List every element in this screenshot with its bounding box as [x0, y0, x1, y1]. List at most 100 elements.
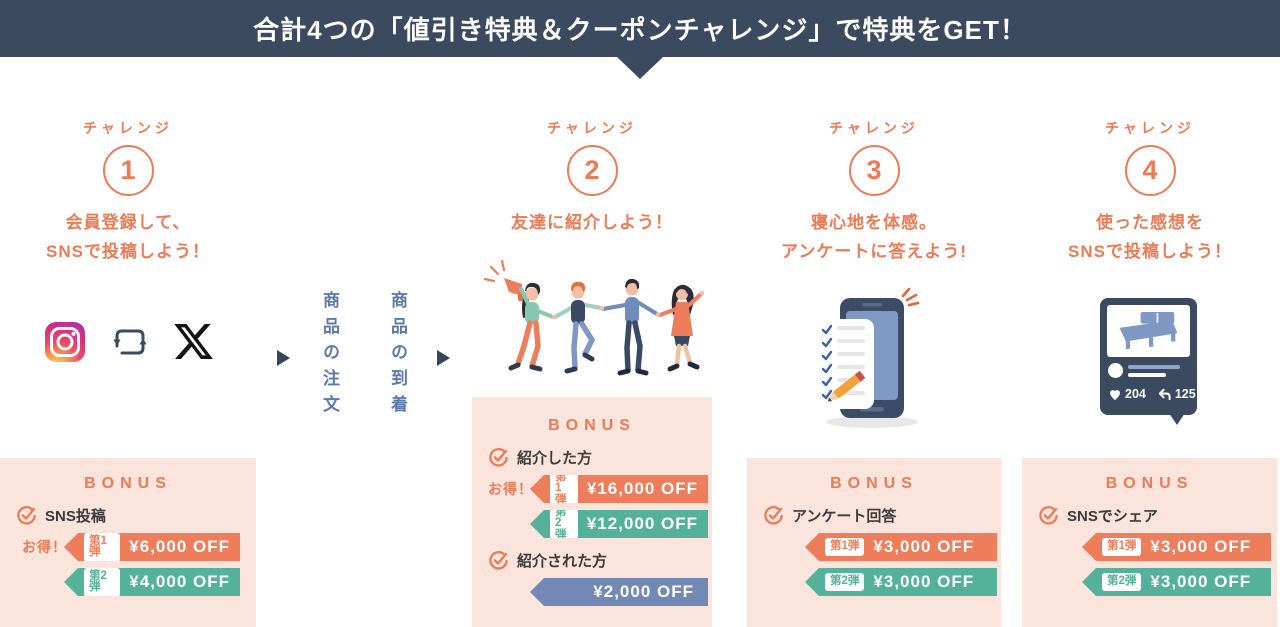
- like-count: 204: [1108, 387, 1146, 401]
- bonus-heading: BONUS: [1105, 475, 1194, 492]
- bonus-item: SNSでシェア: [1038, 505, 1277, 526]
- challenge-number: 1: [120, 155, 136, 185]
- challenge-title: 寝心地を体感。 アンケートに答えよう!: [781, 213, 967, 261]
- bonus-heading: BONUS: [830, 475, 918, 492]
- challenge-label: チャレンジ: [829, 120, 919, 136]
- flow-arrow-icon: [437, 350, 450, 366]
- challenge-title: 友達に紹介しよう！: [511, 213, 673, 232]
- coupon-amount: ¥6,000 OFF: [129, 537, 230, 556]
- bonus-item-label: アンケート回答: [792, 508, 897, 525]
- bonus-box-4: BONUS SNSでシェア 第1弾 ¥3,000 OFF 第2弾 ¥3,000 …: [1022, 458, 1277, 627]
- challenge-number: 3: [866, 155, 882, 185]
- sns-icons-row: [44, 320, 215, 368]
- coupon-row: 第2弾 ¥3,000 OFF: [1022, 568, 1277, 596]
- round-badge: 第2弾: [1102, 573, 1142, 591]
- bonus-item: 紹介された方: [488, 550, 712, 571]
- coupon-ribbon: 第2弾 ¥12,000 OFF: [530, 510, 708, 538]
- otoku-label: お得！: [22, 539, 67, 555]
- post-stats: 204 125: [1108, 387, 1196, 401]
- bed-icon: [1119, 312, 1177, 349]
- coupon-amount: ¥16,000 OFF: [586, 479, 698, 498]
- x-twitter-icon: [172, 320, 215, 368]
- challenge-4-header: チャレンジ 4 使った感想を SNSで投稿しよう！: [1030, 118, 1270, 267]
- challenge-label: チャレンジ: [547, 120, 637, 136]
- otoku-label: お得！: [488, 481, 533, 497]
- coupon-ribbon: 第1弾 ¥6,000 OFF: [64, 533, 240, 561]
- banner-title: 合計4つの「値引き特典＆クーポンチャレンジ」で特典をGET！: [253, 15, 1027, 45]
- coupon-row: お得！ 第1弾 ¥6,000 OFF: [0, 533, 256, 561]
- challenge-number: 4: [1142, 155, 1158, 185]
- coupon-ribbon: ¥2,000 OFF: [530, 578, 708, 606]
- check-circle-icon: [1038, 505, 1059, 526]
- banner-pointer-triangle: [617, 57, 663, 79]
- flow-step-arrival: 商品の到着: [388, 291, 407, 421]
- banner: 合計4つの「値引き特典＆クーポンチャレンジ」で特典をGET！: [0, 0, 1280, 57]
- coupon-amount: ¥2,000 OFF: [593, 582, 694, 601]
- coupon-row: お得！ 第1弾 ¥16,000 OFF: [472, 475, 712, 503]
- coupon-ribbon: 第1弾 ¥16,000 OFF: [530, 475, 708, 503]
- challenge-1-header: チャレンジ 1 会員登録して、 SNSで投稿しよう！: [8, 118, 248, 267]
- round-badge: 第2弾: [550, 510, 578, 538]
- round-badge: 第2弾: [825, 573, 865, 591]
- bonus-box-2: BONUS 紹介した方 お得！ 第1弾 ¥16,000 OFF 第2弾 ¥12,: [472, 397, 712, 627]
- bonus-item-label: 紹介した方: [517, 450, 593, 467]
- bonus-heading: BONUS: [548, 417, 636, 434]
- reply-arrow-icon: [1158, 388, 1171, 400]
- coupon-ribbon: 第1弾 ¥3,000 OFF: [1082, 533, 1271, 561]
- friends-referral-illustration: [482, 258, 714, 391]
- coupon-ribbon: 第2弾 ¥4,000 OFF: [64, 568, 240, 596]
- bonus-item: SNS投稿: [16, 505, 256, 526]
- coupon-row: 第2弾 ¥3,000 OFF: [747, 568, 1001, 596]
- challenge-number-circle: 3: [848, 145, 900, 196]
- avatar: [1108, 363, 1123, 378]
- check-circle-icon: [488, 550, 509, 571]
- coupon-amount: ¥12,000 OFF: [586, 514, 698, 533]
- bonus-item: 紹介した方: [488, 447, 712, 468]
- challenge-number-circle: 4: [1124, 145, 1176, 196]
- post-user-row: [1108, 363, 1189, 378]
- round-badge: 第1弾: [825, 538, 865, 556]
- bonus-item: アンケート回答: [763, 505, 1001, 526]
- challenge-number-circle: 1: [102, 145, 154, 196]
- flow-step-order: 商品の注文: [320, 291, 339, 421]
- round-badge: 第2弾: [84, 568, 121, 596]
- round-badge: 第1弾: [550, 475, 578, 503]
- bonus-item-label: 紹介された方: [517, 553, 608, 570]
- check-circle-icon: [488, 447, 509, 468]
- survey-phone-illustration: [810, 281, 944, 436]
- bonus-item-label: SNS投稿: [45, 508, 106, 525]
- heart-icon: [1110, 389, 1120, 400]
- coupon-row: 第1弾 ¥3,000 OFF: [1022, 533, 1277, 561]
- round-badge: 第1弾: [84, 533, 121, 561]
- sns-post-illustration: 204 125: [1100, 298, 1197, 425]
- coupon-row: 第2弾 ¥4,000 OFF: [0, 568, 256, 596]
- coupon-ribbon: 第1弾 ¥3,000 OFF: [805, 533, 997, 561]
- check-circle-icon: [16, 505, 37, 526]
- repost-icon: [109, 322, 149, 367]
- bonus-heading: BONUS: [84, 475, 172, 492]
- bonus-item-label: SNSでシェア: [1067, 508, 1158, 525]
- coupon-ribbon: 第2弾 ¥3,000 OFF: [1082, 568, 1271, 596]
- coupon-row: 第1弾 ¥3,000 OFF: [747, 533, 1001, 561]
- bonus-box-3: BONUS アンケート回答 第1弾 ¥3,000 OFF 第2弾 ¥3,000 …: [747, 458, 1001, 627]
- challenge-label: チャレンジ: [1105, 120, 1195, 136]
- challenge-number: 2: [584, 155, 600, 185]
- check-circle-icon: [763, 505, 784, 526]
- coupon-amount: ¥3,000 OFF: [1150, 537, 1252, 556]
- challenge-title: 使った感想を SNSで投稿しよう！: [1068, 213, 1232, 261]
- share-count: 125: [1157, 387, 1196, 401]
- round-badge: 第1弾: [1102, 538, 1142, 556]
- flow-arrow-icon: [277, 350, 290, 366]
- coupon-amount: ¥3,000 OFF: [1150, 572, 1252, 591]
- challenge-title: 会員登録して、 SNSで投稿しよう！: [46, 213, 210, 261]
- coupon-amount: ¥4,000 OFF: [129, 572, 230, 591]
- bonus-box-1: BONUS SNS投稿 お得！ 第1弾 ¥6,000 OFF 第2弾 ¥4,00: [0, 458, 256, 627]
- challenge-3-header: チャレンジ 3 寝心地を体感。 アンケートに答えよう!: [754, 118, 994, 267]
- coupon-row: ¥2,000 OFF: [472, 578, 712, 606]
- coupon-amount: ¥3,000 OFF: [873, 537, 975, 556]
- post-image: [1107, 305, 1190, 357]
- challenge-2-header: チャレンジ 2 友達に紹介しよう！: [472, 118, 712, 238]
- challenge-label: チャレンジ: [83, 120, 173, 136]
- challenge-number-circle: 2: [566, 145, 618, 196]
